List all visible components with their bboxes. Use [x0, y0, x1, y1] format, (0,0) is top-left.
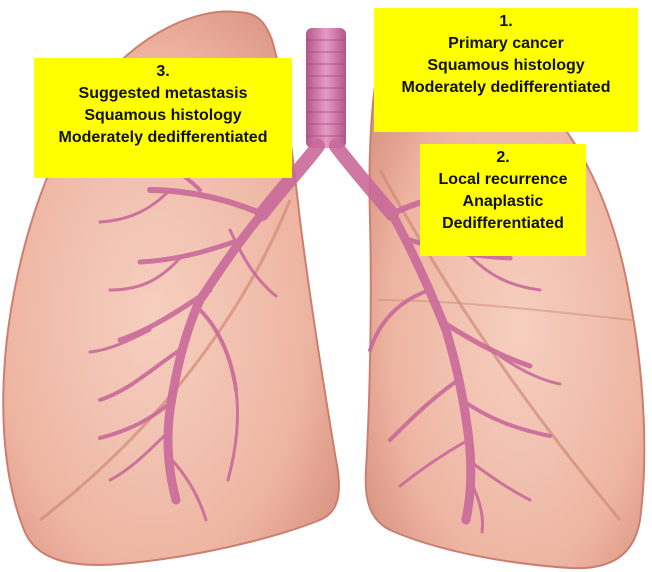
label-box-suggested-metastasis: 3. Suggested metastasis Squamous histolo… [34, 58, 292, 178]
label-number: 1. [374, 11, 638, 33]
label-box-local-recurrence: 2. Local recurrence Anaplastic Dediffere… [420, 144, 586, 256]
label-line: Moderately dedifferentiated [34, 127, 292, 149]
label-line: Suggested metastasis [34, 83, 292, 105]
label-number: 2. [420, 147, 586, 169]
label-line: Anaplastic [420, 191, 586, 213]
label-number: 3. [34, 61, 292, 83]
label-line: Primary cancer [374, 33, 638, 55]
label-line: Dedifferentiated [420, 213, 586, 235]
label-line: Local recurrence [420, 169, 586, 191]
label-line: Squamous histology [374, 55, 638, 77]
label-line: Moderately dedifferentiated [374, 77, 638, 99]
label-line: Squamous histology [34, 105, 292, 127]
label-box-primary-cancer: 1. Primary cancer Squamous histology Mod… [374, 8, 638, 132]
